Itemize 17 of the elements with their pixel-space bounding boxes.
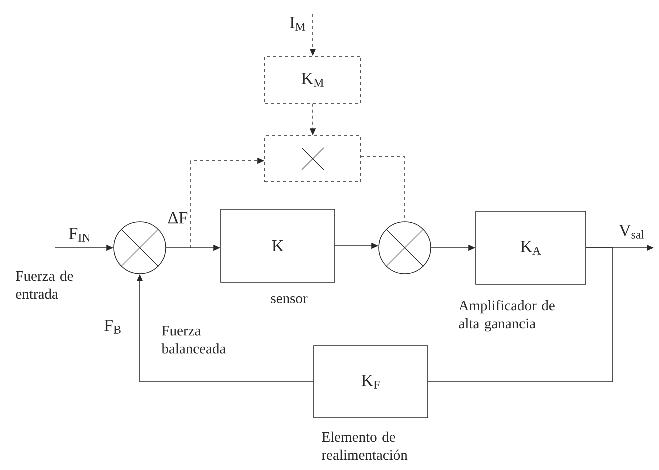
summing-junction: [378, 222, 432, 274]
node-label: Elemento de realimentación: [322, 432, 408, 460]
signal-label: I$_{M}$: [290, 17, 306, 31]
edge-label: F$_{IN}$: [69, 228, 90, 242]
block-box: K$_{M}$: [264, 56, 362, 104]
node-label: Amplificador de alta ganancia: [458, 300, 555, 332]
block-box: K$_{F}$: [314, 346, 428, 418]
note: Fuerza de entrada: [16, 270, 74, 300]
edge-label: ΔF: [168, 212, 188, 224]
block-box: K: [220, 209, 336, 283]
edge-label: V$_{sal}$: [619, 225, 644, 239]
block-box: K$_{A}$: [476, 211, 586, 285]
edge-label: F$_{B}$: [104, 320, 121, 334]
node-label: sensor: [271, 296, 308, 304]
note: Fuerza balanceada: [162, 326, 226, 354]
multiplier-box: [264, 136, 362, 182]
summing-junction: [114, 222, 166, 274]
